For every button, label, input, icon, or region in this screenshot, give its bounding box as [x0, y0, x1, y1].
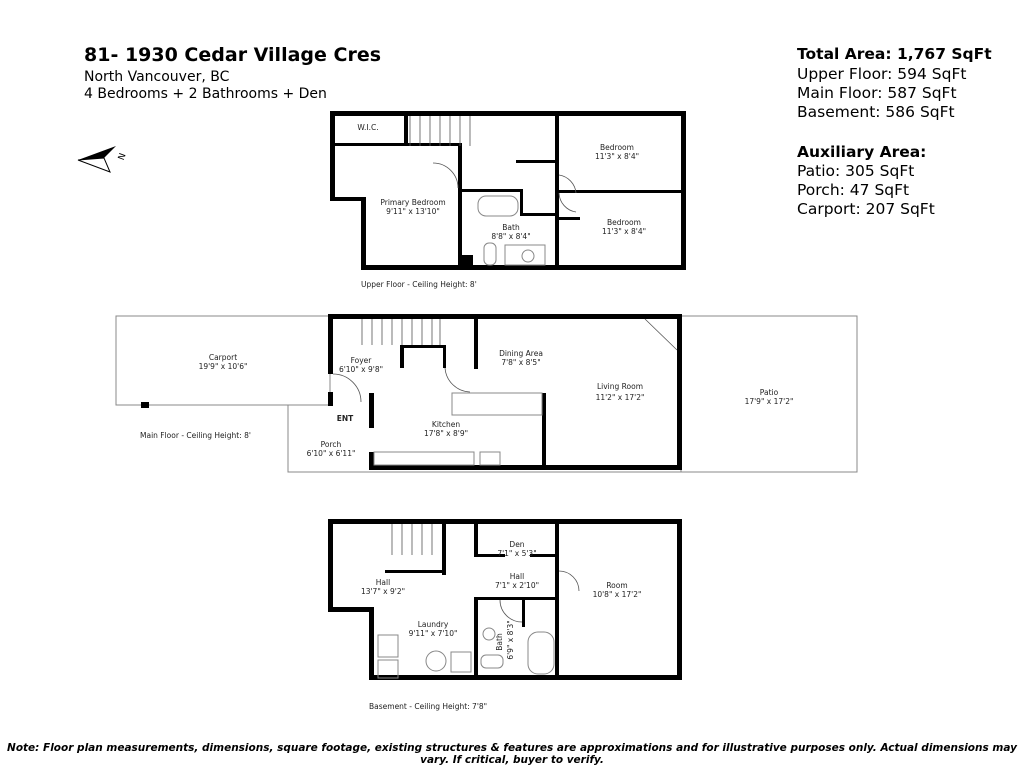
room-dims-den: 7'1" x 5'3" — [497, 549, 536, 558]
property-summary: 4 Bedrooms + 2 Bathrooms + Den — [84, 86, 327, 102]
upper-floor-plan: W.I.C. Primary Bedroom 9'11" x 13'10" Be… — [330, 111, 686, 289]
porch-area: Porch: 47 SqFt — [797, 181, 910, 199]
room-dims-room: 10'8" x 17'2" — [593, 590, 642, 599]
room-dims-carport: 19'9" x 10'6" — [199, 362, 248, 371]
property-city: North Vancouver, BC — [84, 69, 230, 85]
room-label-bath-upper: Bath — [502, 223, 520, 232]
upper-floor-caption: Upper Floor - Ceiling Height: 8' — [361, 280, 477, 289]
room-label-bath-basement: Bath — [495, 633, 504, 651]
room-label-primary-bedroom: Primary Bedroom — [380, 198, 445, 207]
room-dims-dining-area: 7'8" x 8'5" — [501, 358, 540, 367]
room-label-patio: Patio — [760, 388, 779, 397]
room-dims-bath-basement: 6'9" x 8'3" — [506, 620, 515, 659]
disclaimer-note: Note: Floor plan measurements, dimension… — [7, 742, 1017, 766]
room-label-living-room: Living Room — [597, 382, 643, 391]
basement-plan: Den 7'1" x 5'3" Hall 13'7" x 9'2" Hall 7… — [328, 519, 682, 711]
room-label-foyer: Foyer — [351, 356, 373, 365]
room-dims-porch: 6'10" x 6'11" — [307, 449, 356, 458]
property-address: 81- 1930 Cedar Village Cres — [84, 44, 382, 66]
carport-area: Carport: 207 SqFt — [797, 200, 935, 218]
room-label-dining-area: Dining Area — [499, 349, 543, 358]
room-dims-bedroom-1: 11'3" x 8'4" — [595, 152, 639, 161]
room-label-bedroom-2: Bedroom — [607, 218, 641, 227]
room-dims-patio: 17'9" x 17'2" — [745, 397, 794, 406]
room-label-porch: Porch — [321, 440, 342, 449]
compass-label: N — [117, 152, 129, 162]
room-dims-foyer: 6'10" x 9'8" — [339, 365, 383, 374]
room-label-kitchen: Kitchen — [432, 420, 460, 429]
room-label-hall-2: Hall — [510, 572, 524, 581]
room-label-den: Den — [509, 540, 524, 549]
room-dims-living-room: 11'2" x 17'2" — [596, 393, 645, 402]
room-dims-hall-1: 13'7" x 9'2" — [361, 587, 405, 596]
basement-area: Basement: 586 SqFt — [797, 103, 955, 121]
room-dims-primary-bedroom: 9'11" x 13'10" — [386, 207, 440, 216]
north-arrow-icon: N — [77, 146, 129, 173]
main-floor-area: Main Floor: 587 SqFt — [797, 84, 957, 102]
room-dims-bedroom-2: 11'3" x 8'4" — [602, 227, 646, 236]
basement-caption: Basement - Ceiling Height: 7'8" — [369, 702, 487, 711]
upper-floor-area: Upper Floor: 594 SqFt — [797, 65, 967, 83]
room-label-bedroom-1: Bedroom — [600, 143, 634, 152]
room-dims-kitchen: 17'8" x 8'9" — [424, 429, 468, 438]
room-label-carport: Carport — [209, 353, 237, 362]
room-dims-hall-2: 7'1" x 2'10" — [495, 581, 539, 590]
room-dims-bath-upper: 8'8" x 8'4" — [491, 232, 530, 241]
room-label-room: Room — [606, 581, 627, 590]
main-floor-plan: Carport 19'9" x 10'6" Foyer 6'10" x 9'8"… — [115, 314, 858, 473]
total-area: Total Area: 1,767 SqFt — [797, 45, 992, 63]
room-dims-laundry: 9'11" x 7'10" — [409, 629, 458, 638]
main-floor-caption: Main Floor - Ceiling Height: 8' — [140, 431, 251, 440]
room-label-laundry: Laundry — [418, 620, 449, 629]
room-label-hall-1: Hall — [376, 578, 390, 587]
entry-label: ENT — [337, 414, 354, 423]
room-label-wic: W.I.C. — [357, 123, 378, 132]
patio-area: Patio: 305 SqFt — [797, 162, 915, 180]
auxiliary-area-title: Auxiliary Area: — [797, 143, 927, 161]
